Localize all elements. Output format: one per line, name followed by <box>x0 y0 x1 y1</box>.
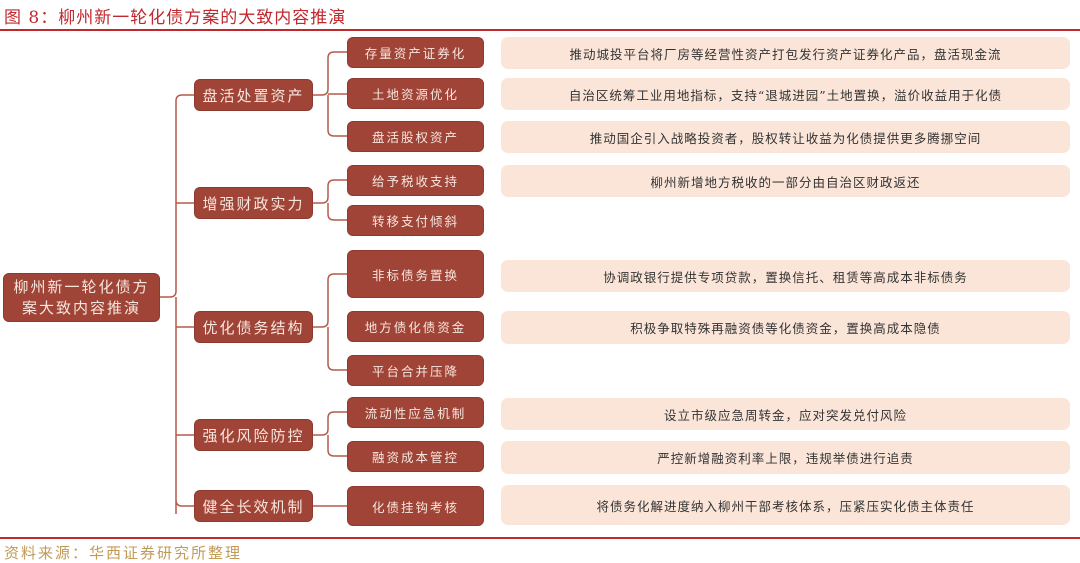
sub-node: 非标债务置换 <box>347 250 484 298</box>
source-note: 资料来源：华西证券研究所整理 <box>4 544 243 562</box>
branch-label: 优化债务结构 <box>202 318 305 337</box>
branch-label: 增强财政实力 <box>202 194 305 213</box>
detail-box: 积极争取特殊再融资债等化债资金，置换高成本隐债 <box>501 311 1070 344</box>
detail-text: 自治区统筹工业用地指标，支持“退城进园”土地置换，溢价收益用于化债 <box>568 87 1003 103</box>
branch-node-long-term-mechanism: 健全长效机制 <box>194 490 313 522</box>
sub-node: 平台合并压降 <box>347 355 484 386</box>
detail-box: 推动国企引入战略投资者，股权转让收益为化债提供更多腾挪空间 <box>501 121 1070 153</box>
detail-text: 柳州新增地方税收的一部分由自治区财政返还 <box>650 174 921 190</box>
detail-box: 推动城投平台将厂房等经营性资产打包发行资产证券化产品，盘活现金流 <box>501 37 1070 69</box>
detail-box: 自治区统筹工业用地指标，支持“退城进园”土地置换，溢价收益用于化债 <box>501 78 1070 110</box>
sub-node: 给予税收支持 <box>347 165 484 196</box>
root-node: 柳州新一轮化债方案大致内容推演 <box>3 273 160 322</box>
detail-text: 推动城投平台将厂房等经营性资产打包发行资产证券化产品，盘活现金流 <box>569 46 1002 62</box>
sub-node: 地方债化债资金 <box>347 311 484 342</box>
detail-box: 严控新增融资利率上限，违规举债进行追责 <box>501 441 1070 474</box>
sub-node-label: 给予税收支持 <box>371 174 459 189</box>
branch-label: 健全长效机制 <box>202 497 305 516</box>
sub-node-label: 盘活股权资产 <box>371 130 459 145</box>
branch-node-asset-disposal: 盘活处置资产 <box>194 79 313 111</box>
detail-text: 设立市级应急周转金，应对突发兑付风险 <box>663 407 907 423</box>
sub-node: 盘活股权资产 <box>347 121 484 152</box>
detail-text: 将债务化解进度纳入柳州干部考核体系，压紧压实化债主体责任 <box>596 498 975 514</box>
sub-node: 土地资源优化 <box>347 78 484 109</box>
sub-node: 流动性应急机制 <box>347 397 484 428</box>
sub-node-label: 化债挂钩考核 <box>371 499 459 515</box>
sub-node-label: 地方债化债资金 <box>364 320 467 335</box>
sub-node-label: 流动性应急机制 <box>364 406 467 421</box>
detail-box: 协调政银行提供专项贷款，置换信托、租赁等高成本非标债务 <box>501 260 1070 292</box>
sub-node-label: 土地资源优化 <box>371 87 459 102</box>
sub-node-label: 平台合并压降 <box>371 364 459 379</box>
sub-node: 转移支付倾斜 <box>347 205 484 236</box>
figure-title: 图 8：柳州新一轮化债方案的大致内容推演 <box>4 8 347 28</box>
bottom-divider <box>0 537 1080 539</box>
detail-text: 协调政银行提供专项贷款，置换信托、租赁等高成本非标债务 <box>603 269 968 285</box>
branch-node-risk-control: 强化风险防控 <box>194 419 313 451</box>
sub-node-label: 转移支付倾斜 <box>371 214 459 229</box>
detail-box: 柳州新增地方税收的一部分由自治区财政返还 <box>501 165 1070 197</box>
branch-node-debt-structure: 优化债务结构 <box>194 311 313 343</box>
sub-node: 化债挂钩考核 <box>347 486 484 526</box>
root-node-label: 柳州新一轮化债方案大致内容推演 <box>13 277 150 317</box>
sub-node-label: 存量资产证券化 <box>364 46 467 61</box>
detail-box: 将债务化解进度纳入柳州干部考核体系，压紧压实化债主体责任 <box>501 485 1070 525</box>
detail-text: 推动国企引入战略投资者，股权转让收益为化债提供更多腾挪空间 <box>589 130 982 146</box>
sub-node-label: 融资成本管控 <box>371 450 459 465</box>
detail-text: 积极争取特殊再融资债等化债资金，置换高成本隐债 <box>630 321 941 336</box>
detail-box: 设立市级应急周转金，应对突发兑付风险 <box>501 398 1070 430</box>
top-divider <box>0 29 1080 31</box>
branch-node-fiscal-strength: 增强财政实力 <box>194 187 313 219</box>
sub-node: 融资成本管控 <box>347 441 484 472</box>
detail-text: 严控新增融资利率上限，违规举债进行追责 <box>657 451 914 466</box>
sub-node: 存量资产证券化 <box>347 37 484 68</box>
branch-label: 盘活处置资产 <box>202 86 305 105</box>
sub-node-label: 非标债务置换 <box>371 267 459 283</box>
branch-label: 强化风险防控 <box>202 426 305 445</box>
